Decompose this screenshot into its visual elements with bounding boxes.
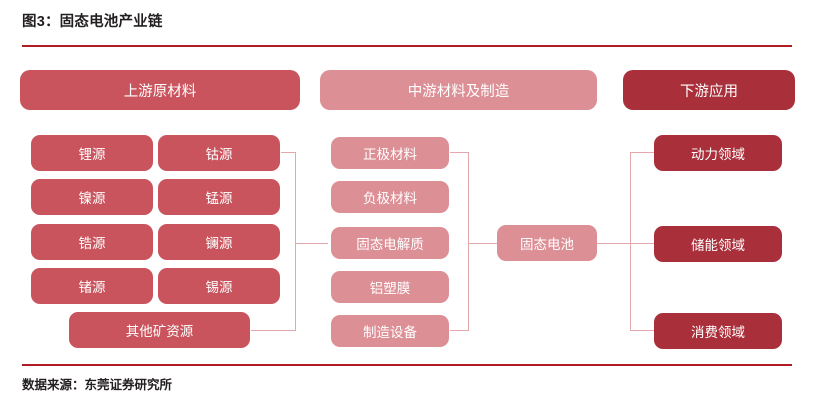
connector-downstream-middle [630,243,655,244]
upstream-node-zirconium: 锆源 [31,224,153,260]
connector-downstream-spine [630,152,631,331]
connector-upstream-to-midstream [295,243,328,244]
figure-source: 数据来源：东莞证券研究所 [22,378,173,392]
connector-midstream-bottom [450,330,469,331]
source-divider [22,364,792,366]
figure-title: 图3：固态电池产业链 [22,14,163,30]
midstream-node-cathode: 正极材料 [331,137,449,169]
downstream-node-power: 动力领域 [654,135,782,171]
connector-midstream-to-core [468,243,498,244]
connector-core-to-downstream [597,243,630,244]
header-upstream: 上游原材料 [20,70,300,110]
connector-midstream-spine [468,152,469,331]
header-downstream: 下游应用 [623,70,795,110]
connector-upstream-top [281,152,296,153]
header-midstream: 中游材料及制造 [320,70,597,110]
connector-downstream-bottom [630,330,655,331]
midstream-node-aluminum-plastic-film: 铝塑膜 [331,271,449,303]
midstream-node-anode: 负极材料 [331,181,449,213]
core-node-solid-state-battery: 固态电池 [497,225,597,261]
upstream-node-germanium: 锗源 [31,268,153,304]
upstream-node-nickel: 镍源 [31,179,153,215]
midstream-node-manufacturing-equipment: 制造设备 [331,315,449,347]
title-divider [22,45,792,47]
upstream-node-tin: 锡源 [158,268,280,304]
downstream-node-energy-storage: 储能领域 [654,226,782,262]
upstream-node-other-minerals: 其他矿资源 [69,312,250,348]
upstream-node-manganese: 锰源 [158,179,280,215]
connector-upstream-bottom [251,330,296,331]
upstream-node-cobalt: 钴源 [158,135,280,171]
connector-downstream-top [630,152,655,153]
upstream-node-lithium: 锂源 [31,135,153,171]
midstream-node-solid-electrolyte: 固态电解质 [331,227,449,259]
connector-upstream-spine [295,152,296,331]
upstream-node-lanthanum: 镧源 [158,224,280,260]
downstream-node-consumer: 消费领域 [654,313,782,349]
connector-midstream-top [450,152,469,153]
